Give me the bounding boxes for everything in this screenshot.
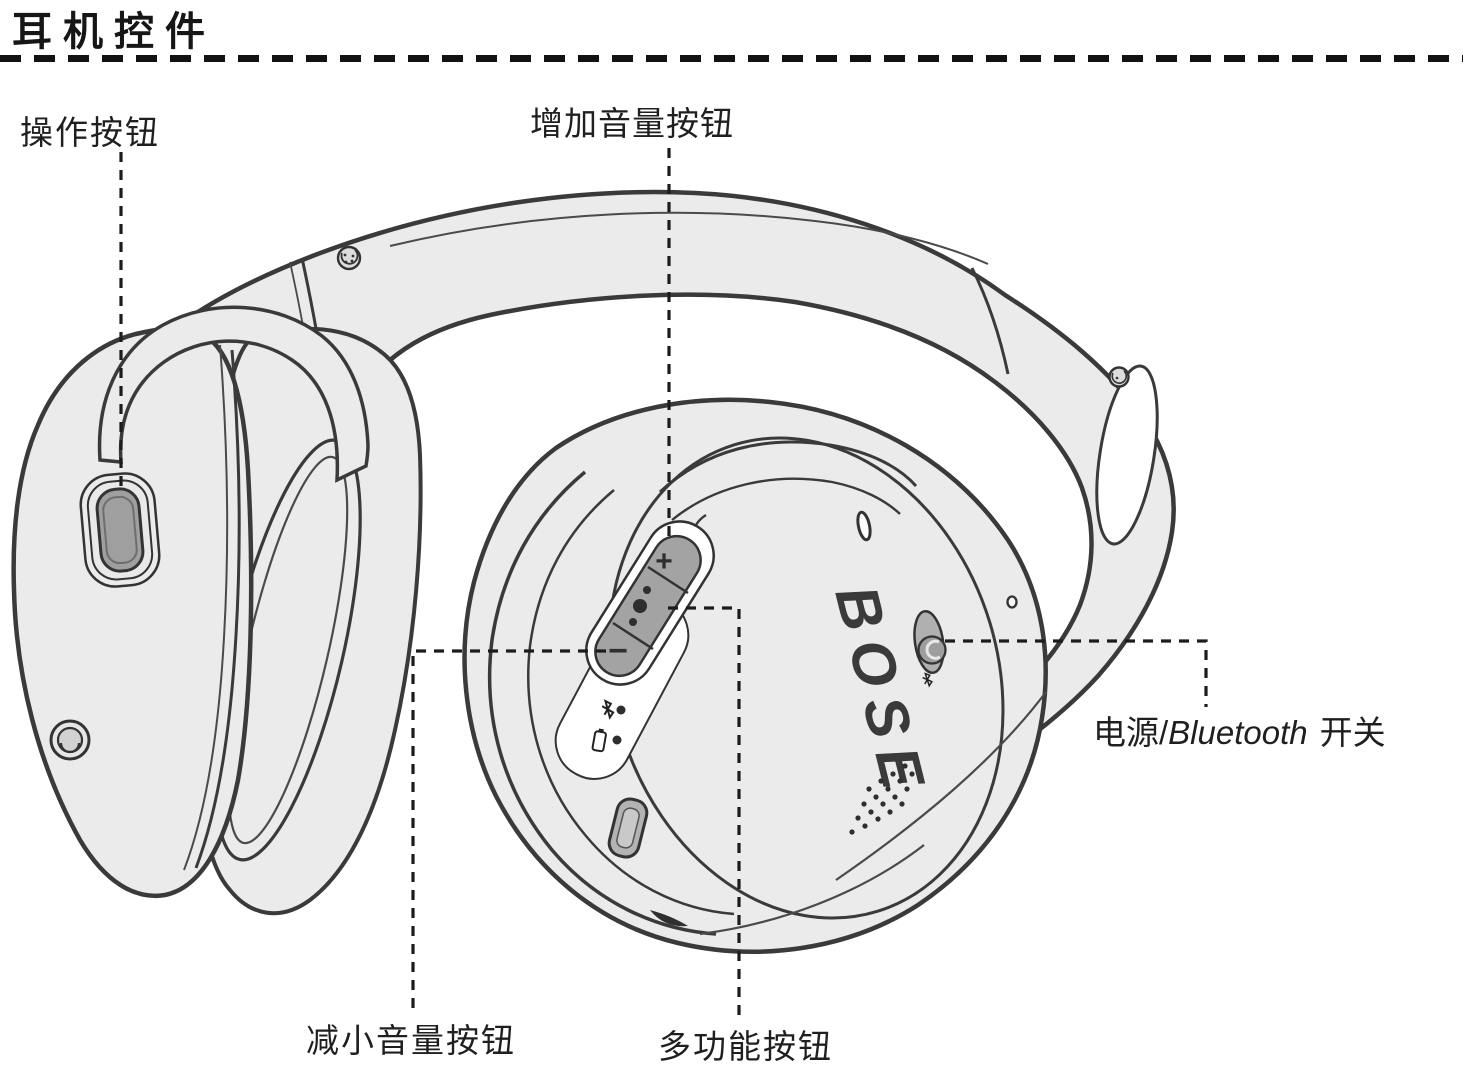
left-cup-socket: [49, 719, 91, 761]
pivot-swoosh-2: [671, 477, 901, 521]
battery-icon: [591, 728, 607, 753]
right-ear-cup: BOSE: [462, 397, 1048, 954]
label-action-button: 操作按钮: [20, 114, 160, 151]
volume-up-button: +: [655, 545, 673, 578]
callout-volume-down: [411, 649, 606, 1016]
strip-separator-1: [647, 565, 689, 595]
bluetooth-icon: [601, 699, 615, 720]
callout-power-switch: [945, 639, 1208, 707]
title-block: 耳机控件: [0, 10, 1463, 62]
pivot-swoosh-1: [658, 440, 918, 494]
headphones-illustration: BOSE: [11, 189, 1176, 954]
left-ear-cup: [11, 305, 423, 916]
headband-screw-left: [336, 245, 362, 271]
battery-led: [612, 735, 622, 745]
micro-usb-port: [607, 797, 649, 859]
cup-bottom-inner-line: [699, 844, 925, 936]
cushion-notch: [650, 910, 688, 927]
volume-down-button: −: [608, 632, 628, 670]
labels: 操作按钮 增加音量按钮 电源/Bluetooth 开关 减小音量按钮 多功能按钮: [20, 105, 1386, 1065]
left-cup-housing: [11, 326, 254, 899]
housing-edge-line-2: [183, 344, 229, 871]
headband-screw-right: [1108, 366, 1130, 388]
housing-edge-line: [194, 349, 241, 869]
callout-lines: [119, 148, 1208, 1022]
callout-multi-function: [668, 606, 741, 1022]
mic-hole: [1006, 595, 1018, 609]
yoke-slider-opening: [1095, 364, 1159, 546]
arm-inner-line: [835, 691, 1047, 881]
rim-line-1: [487, 470, 717, 936]
strip-separator-2: [612, 621, 654, 651]
bluetooth-glyph-small: [922, 672, 933, 688]
label-power-word: Bluetooth: [1168, 714, 1307, 751]
label-volume-down: 减小音量按钮: [306, 1022, 516, 1059]
left-yoke: [97, 305, 370, 483]
label-power-suffix: 开关: [1320, 714, 1386, 751]
page-title: 耳机控件: [12, 10, 216, 54]
headband-slot: [856, 510, 872, 542]
action-button: [79, 472, 161, 588]
label-volume-up: 增加音量按钮: [530, 105, 734, 142]
speckle-texture: [849, 763, 915, 835]
bluetooth-led: [616, 705, 626, 715]
label-power-bluetooth: 电源/Bluetooth 开关: [1093, 714, 1386, 751]
volume-control-strip: + −: [554, 520, 715, 780]
label-multi-function: 多功能按钮: [658, 1028, 833, 1065]
right-hinge-line: [970, 267, 1010, 375]
power-bluetooth-switch: [913, 609, 947, 688]
button-strip: [594, 534, 702, 678]
rim-line-2: [527, 489, 735, 916]
status-indicators: [591, 699, 626, 753]
label-power-prefix: 电源/: [1093, 714, 1169, 751]
headband-inner-line: [389, 211, 989, 265]
multi-function-button-dots: [629, 586, 651, 626]
